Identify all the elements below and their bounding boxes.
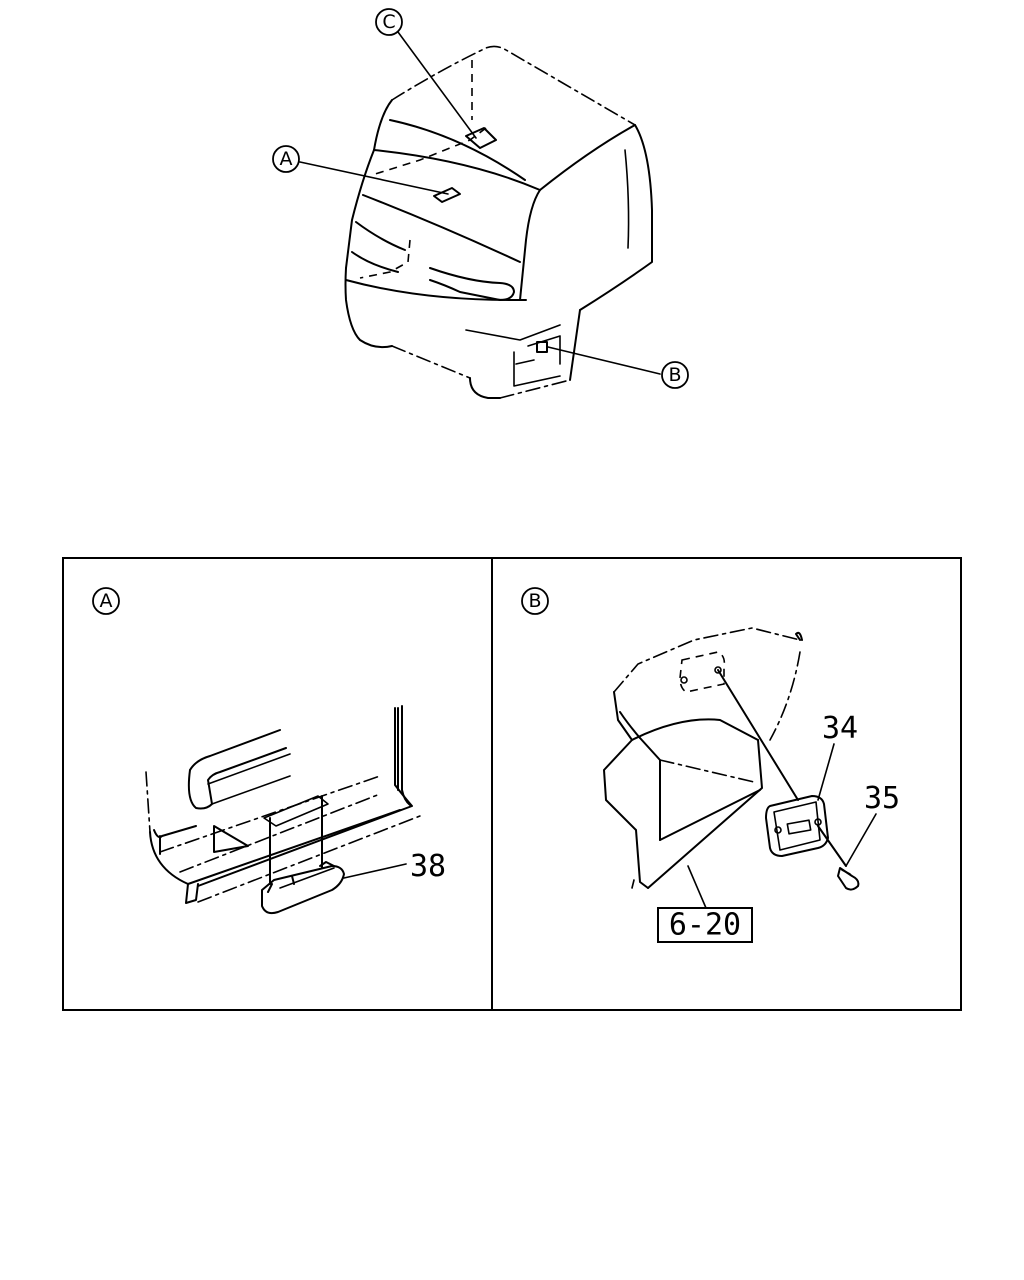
callout-c-leader: [397, 31, 477, 139]
detail-b-label: B: [528, 590, 541, 612]
ref-box: [657, 907, 753, 943]
callout-c: C: [375, 8, 403, 36]
part-38-leader: [343, 863, 407, 879]
detail-a-panel: A 38: [92, 587, 446, 915]
part-34-leader: [817, 743, 835, 801]
cab-overview-drawing: [344, 45, 653, 399]
callout-a-leader: [299, 161, 449, 195]
part-34-label: 34: [822, 711, 858, 746]
ref-box-label: 6-20: [669, 908, 741, 943]
detail-frame: [62, 557, 962, 1011]
detail-a-label: A: [100, 590, 113, 612]
ref-box-leader: [687, 865, 707, 909]
part-35-label: 35: [864, 781, 900, 816]
callout-b-leader: [547, 346, 661, 375]
callout-b-label: B: [668, 364, 681, 386]
part-35-leader: [845, 813, 877, 867]
callout-a-label: A: [280, 148, 293, 170]
callout-c-label: C: [382, 11, 395, 33]
part-38-label: 38: [410, 849, 446, 884]
callout-a: A: [272, 145, 300, 173]
detail-b-panel: B 34 35 6-20: [521, 587, 900, 943]
callout-b: B: [661, 361, 689, 389]
